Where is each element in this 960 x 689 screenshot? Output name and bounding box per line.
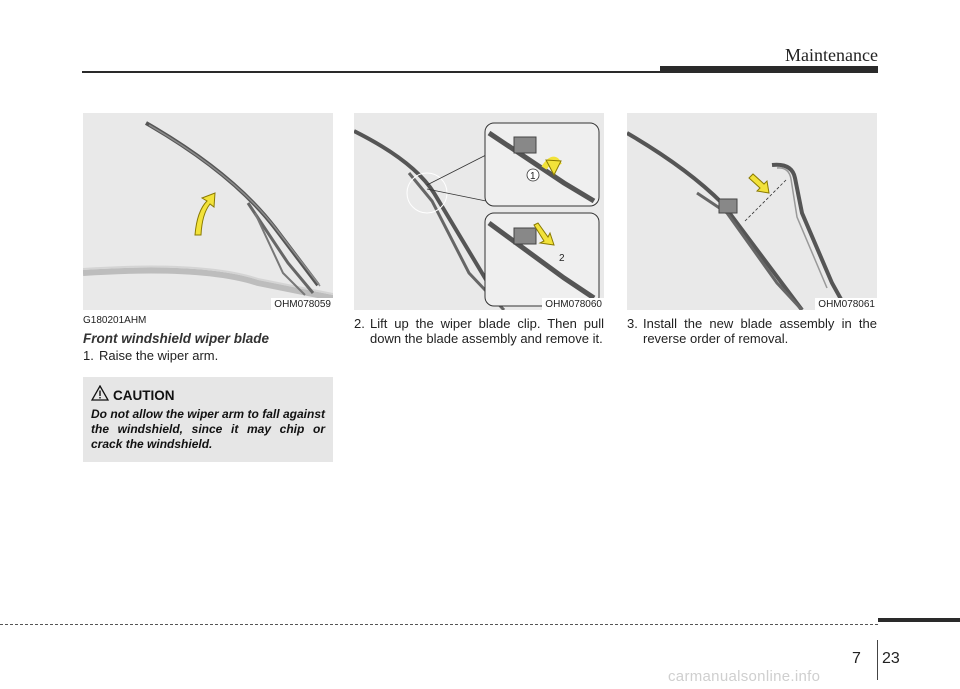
step-3: 3. Install the new blade assembly in the… <box>627 316 877 346</box>
wiper-clip-removal-illustration: 1 2 <box>354 122 600 310</box>
wiper-blade-install-illustration <box>627 131 849 310</box>
page-separator <box>877 640 878 680</box>
header-title: Maintenance <box>785 45 878 65</box>
step-1: 1. Raise the wiper arm. <box>83 348 333 363</box>
arrow-lift-icon <box>545 159 562 177</box>
figure-raise-wiper-arm: OHM078059 <box>83 113 333 310</box>
step-text: Raise the wiper arm. <box>99 348 219 363</box>
wiper-arm-raised-illustration <box>83 121 333 301</box>
header-rule <box>82 71 662 73</box>
header-rule-accent <box>660 66 878 73</box>
step-text: Install the new blade assembly in the re… <box>643 316 877 346</box>
callout-1: 1 <box>530 171 536 182</box>
arrow-pull-icon <box>533 222 555 246</box>
arrow-up-icon <box>194 192 216 236</box>
chapter-number: 7 <box>852 650 861 667</box>
step-text: Lift up the wiper blade clip. Then pull … <box>370 316 604 346</box>
footer-rule <box>878 618 960 622</box>
arrow-install-icon <box>748 173 770 194</box>
figure-code: OHM078060 <box>542 298 604 310</box>
caution-box: CAUTION Do not allow the wiper arm to fa… <box>83 377 333 462</box>
step-number: 1. <box>83 348 94 363</box>
caution-title: CAUTION <box>113 388 175 403</box>
section-code: G180201AHM <box>83 315 147 326</box>
page-number: 23 <box>882 650 900 667</box>
warning-icon <box>91 385 109 401</box>
caution-text: Do not allow the wiper arm to fall again… <box>91 407 325 451</box>
footer-divider <box>0 624 878 625</box>
figure-code: OHM078059 <box>271 298 333 310</box>
section-title: Front windshield wiper blade <box>83 331 270 346</box>
figure-code: OHM078061 <box>815 298 877 310</box>
figure-install-blade: OHM078061 <box>627 113 877 310</box>
watermark: carmanualsonline.info <box>668 668 821 685</box>
callout-2: 2 <box>559 253 565 264</box>
figure-remove-blade: 1 2 OHM078060 <box>354 113 604 310</box>
step-number: 3. <box>627 316 638 331</box>
step-2: 2. Lift up the wiper blade clip. Then pu… <box>354 316 604 346</box>
step-number: 2. <box>354 316 365 331</box>
